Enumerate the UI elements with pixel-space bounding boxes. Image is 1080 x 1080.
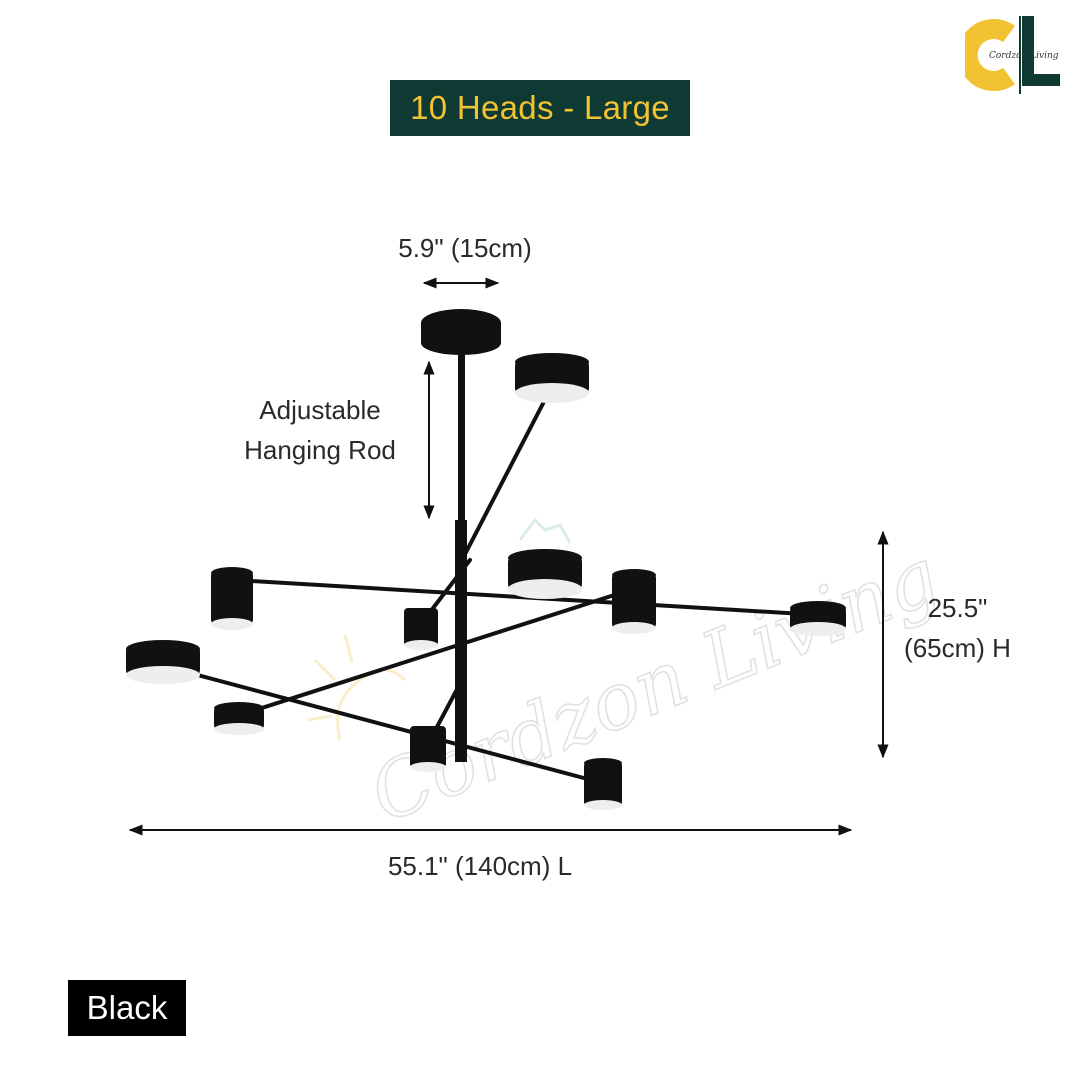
- title-text: 10 Heads - Large: [410, 89, 670, 126]
- title-banner: 10 Heads - Large: [390, 80, 690, 136]
- arms: [158, 388, 822, 787]
- rod-label: Adjustable Hanging Rod: [225, 390, 415, 471]
- light-head-10: [584, 758, 622, 810]
- light-head-9: [410, 726, 446, 772]
- light-heads: [126, 353, 846, 810]
- color-badge-label: Black: [86, 989, 168, 1026]
- color-badge: Black: [68, 980, 186, 1036]
- light-head-4: [790, 601, 846, 636]
- brand-logo: Cordzon Living: [965, 12, 1065, 97]
- svg-text:Cordzon Living: Cordzon Living: [989, 51, 1059, 61]
- logo-mark: Cordzon Living: [965, 16, 1060, 94]
- rod-label-line2: Hanging Rod: [244, 435, 396, 466]
- center-stem: [455, 520, 467, 762]
- height-label: 25.5" (65cm) H: [880, 588, 1035, 669]
- hanging-rod: [458, 340, 465, 525]
- canopy-width-label: 5.9" (15cm): [398, 233, 532, 263]
- light-head-7: [404, 608, 438, 650]
- light-head-3: [126, 640, 200, 684]
- length-label: 55.1" (140cm) L: [387, 851, 573, 881]
- light-head-5: [214, 702, 264, 735]
- light-head-6: [211, 567, 253, 630]
- watermark: Cordzon Living: [307, 517, 952, 842]
- light-head-8: [612, 569, 656, 634]
- light-head-1: [515, 353, 589, 403]
- light-head-2: [508, 549, 582, 599]
- height-label-line1: 25.5": [927, 593, 988, 623]
- height-label-line2: (65cm) H: [904, 633, 1011, 664]
- rod-label-line1: Adjustable: [259, 395, 381, 425]
